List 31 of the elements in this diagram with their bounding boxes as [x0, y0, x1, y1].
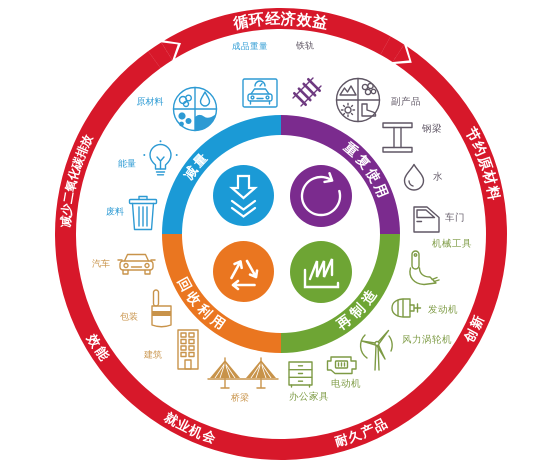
icon-label: 建筑: [144, 352, 162, 360]
ring-label: 就业机会: [162, 410, 218, 447]
ring-label: 重复使用: [340, 140, 392, 204]
ring-label: 再制造: [334, 284, 382, 334]
arrow: [380, 36, 410, 62]
icon-label: 包装: [120, 314, 138, 322]
icon-label: 车门: [445, 213, 465, 223]
ring-label: 循环经济效益: [232, 9, 330, 32]
ring-label: 创新: [461, 312, 488, 346]
ring-label: 效能: [84, 332, 113, 365]
ring-label: 节约原材料: [462, 124, 502, 203]
ring-label: 减少二氧化碳排放: [58, 132, 96, 228]
icon-label: 废料: [106, 208, 124, 218]
icon-label: 电动机: [331, 379, 361, 389]
icon-label: 能量: [118, 160, 136, 170]
icon-label: 办公家具: [289, 392, 329, 402]
ring-label: 回收利用: [174, 274, 231, 336]
ring-label: 耐久产品: [333, 415, 390, 450]
icon-label: 汽车: [92, 260, 110, 270]
icon-label: 发动机: [428, 305, 458, 315]
icon-label: 机械工具: [432, 239, 472, 249]
icon-label: 原材料: [136, 98, 164, 108]
icon-label: 副产品: [391, 97, 421, 107]
icon-label: 成品重量: [232, 42, 268, 52]
icon-label: 桥梁: [231, 394, 249, 404]
arrow: [148, 42, 178, 68]
icon-label: 钢梁: [422, 124, 442, 134]
icon-label: 铁轨: [296, 42, 314, 52]
icon-label: 风力涡轮机: [402, 335, 452, 345]
icon-label: 水: [433, 172, 443, 182]
ring-label: 减量: [181, 148, 212, 182]
